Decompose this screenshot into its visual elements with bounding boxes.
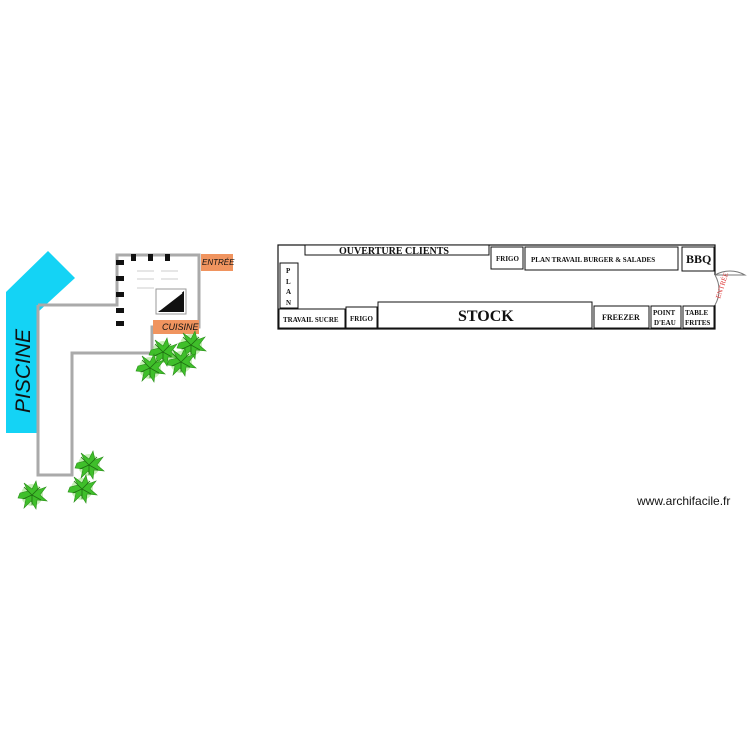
kitchen-label: CUISINE [162,322,200,332]
table-frites-label: TABLE [685,309,709,317]
plan-vertical-letter: A [286,288,291,296]
freezer-box [593,305,650,329]
truck-entrance-door [714,270,747,306]
point-deau-box [650,305,682,329]
ouverture-clients-label: OUVERTURE CLIENTS [339,246,449,257]
pool-label: PISCINE [12,328,35,413]
frigo-bottom-box [345,306,378,329]
frigo-top-label: FRIGO [496,255,520,263]
plan-travail-burger-label: PLAN TRAVAIL BURGER & SALADES [531,256,655,264]
kitchen-tag [153,320,199,334]
tree-icon [67,474,98,504]
point-deau-label: D'EAU [654,319,676,327]
frigo-bottom-label: FRIGO [350,315,374,323]
stock-label: STOCK [458,308,514,325]
pool-shape [6,251,75,433]
watermark: www.archifacile.fr [637,494,731,508]
kitchen-entrance-tag [201,254,233,271]
plan-travail-burger-box [524,246,679,271]
ouverture-clients-box [304,244,490,256]
bbq-box [681,246,715,272]
point-deau-label: POINT [653,309,676,317]
kitchen-room [116,254,196,326]
truck-entrance-label: ENTRÉE [714,272,730,300]
bbq-label: BBQ [686,252,711,266]
plan-vertical-letter: L [286,278,291,286]
site-wall [36,253,201,477]
table-frites-label: FRITES [685,319,710,327]
plan-vertical-letter: N [286,299,291,307]
kitchen-entrance-label: ENTRÉE [202,258,235,267]
table-frites-box [682,305,715,329]
plan-vertical-box [279,262,299,309]
travail-sucre-box [278,308,346,329]
stock-box [377,301,593,329]
travail-sucre-label: TRAVAIL SUCRE [283,316,339,324]
tree-icon [74,450,105,480]
tree-icon [17,480,48,510]
plan-vertical-letter: P [286,267,291,275]
freezer-label: FREEZER [602,313,640,322]
frigo-top-box [490,246,524,270]
